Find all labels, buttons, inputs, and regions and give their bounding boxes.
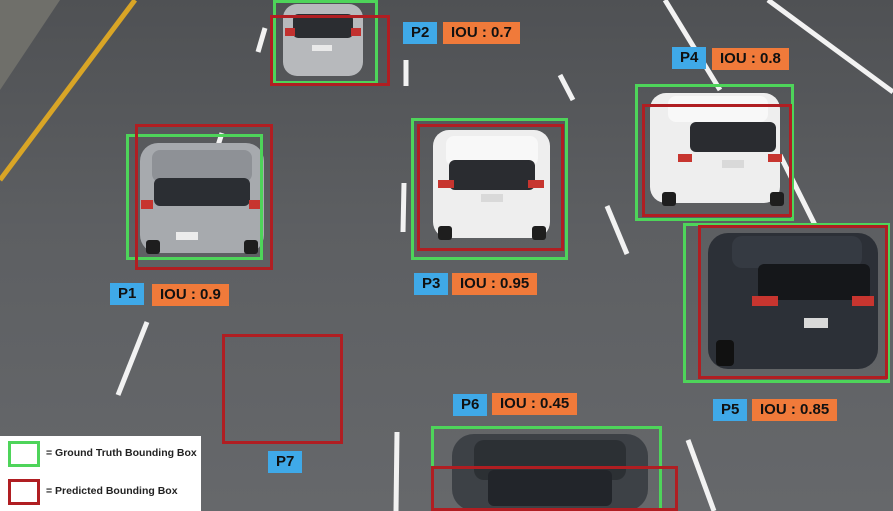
legend: = Ground Truth Bounding Box = Predicted … [0, 436, 201, 511]
lane-dash [777, 153, 818, 227]
legend-predicted: = Predicted Bounding Box [8, 479, 201, 509]
lane-dash [604, 205, 630, 255]
car-silver-left [140, 143, 264, 254]
car-white-center [433, 130, 550, 240]
detection-id-p3: P3 [414, 273, 449, 295]
detection-id-p6: P6 [453, 394, 488, 416]
lane-dash [400, 182, 407, 233]
car-silver-top [283, 4, 363, 76]
lane-dash [557, 73, 576, 102]
green-box-swatch [8, 441, 40, 467]
lane-dash [662, 0, 723, 92]
predicted-box-p4 [642, 104, 792, 217]
detection-id-p4: P4 [672, 47, 707, 69]
car-dark-bottom [452, 434, 648, 511]
ground-truth-box-p1 [126, 134, 263, 260]
predicted-box-p1 [135, 124, 273, 270]
road-shoulder [0, 0, 60, 90]
iou-label-p5: IOU : 0.85 [752, 399, 838, 421]
iou-label-p3: IOU : 0.95 [452, 273, 538, 295]
ground-truth-box-p5 [683, 223, 890, 383]
lane-dash [766, 0, 893, 95]
legend-ground-truth-label: = Ground Truth Bounding Box [46, 447, 197, 459]
detection-id-p1: P1 [110, 283, 145, 305]
predicted-box-p2 [270, 15, 390, 86]
iou-label-p6: IOU : 0.45 [492, 393, 578, 415]
car-dark-right [708, 233, 878, 369]
legend-ground-truth: = Ground Truth Bounding Box [8, 441, 201, 471]
lane-dash [685, 439, 717, 511]
predicted-box-p6 [431, 466, 678, 511]
detection-id-p7: P7 [268, 451, 303, 473]
predicted-box-p7 [222, 334, 343, 444]
yellow-edge-line [0, 0, 137, 182]
car-white-right [650, 93, 784, 206]
iou-label-p2: IOU : 0.7 [443, 22, 520, 44]
lane-dash [255, 27, 268, 53]
iou-label-p4: IOU : 0.8 [712, 48, 789, 70]
detection-id-p2: P2 [403, 22, 438, 44]
detection-id-p5: P5 [713, 399, 748, 421]
predicted-box-p5 [698, 225, 888, 379]
predicted-box-p3 [417, 124, 564, 251]
ground-truth-box-p3 [411, 118, 568, 260]
iou-label-p1: IOU : 0.9 [152, 284, 229, 306]
lane-dash [115, 321, 150, 396]
lane-markings [115, 0, 893, 511]
lane-dash [393, 431, 400, 511]
ground-truth-box-p4 [635, 84, 794, 221]
legend-predicted-label: = Predicted Bounding Box [46, 485, 178, 497]
red-box-swatch [8, 479, 40, 505]
ground-truth-box-p2 [273, 0, 378, 84]
